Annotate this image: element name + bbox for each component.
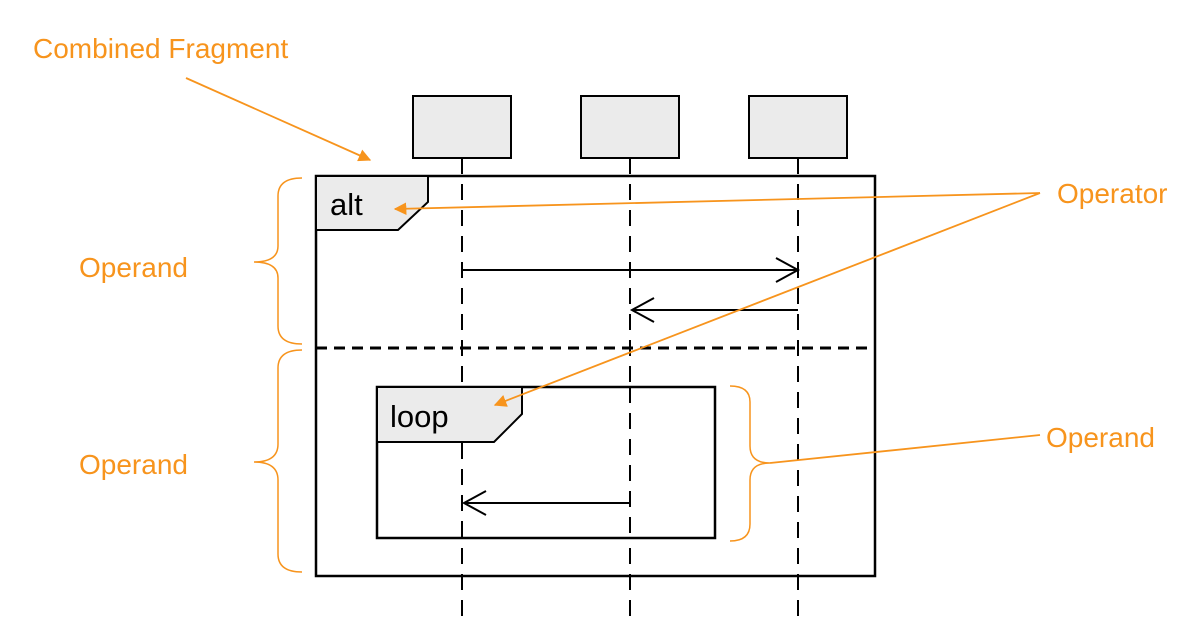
alt-operator-tab[interactable] [315,175,429,231]
lifeline-head-2[interactable] [580,95,680,159]
operand-annotation-right: Operand [1046,422,1155,453]
lifeline-head-3[interactable] [748,95,848,159]
loop-operator-tab[interactable] [376,386,523,443]
message-3-arrowhead [461,490,487,516]
lifeline-head-1[interactable] [412,95,512,159]
operator-annotation: Operator [1057,178,1168,209]
operand-annotation-bottom: Operand [79,449,188,480]
alt-operator-label: alt [330,187,363,222]
combined-fragment-pointer [185,77,372,162]
operand-brace-top [253,177,303,345]
combined-fragment-annotation: Combined Fragment [33,33,288,64]
operator-pointer-loop [493,192,1041,407]
loop-operator-label: loop [390,399,449,434]
operand-annotation-top: Operand [79,252,188,283]
alt-fragment-frame[interactable] [314,174,877,578]
operand-brace-right [729,385,771,542]
operand-brace-bottom [253,349,303,573]
message-2-arrowhead [629,297,655,323]
operand-right-pointer [769,434,1041,464]
message-1-arrowhead [775,257,801,283]
operator-pointer-alt [393,192,1041,216]
